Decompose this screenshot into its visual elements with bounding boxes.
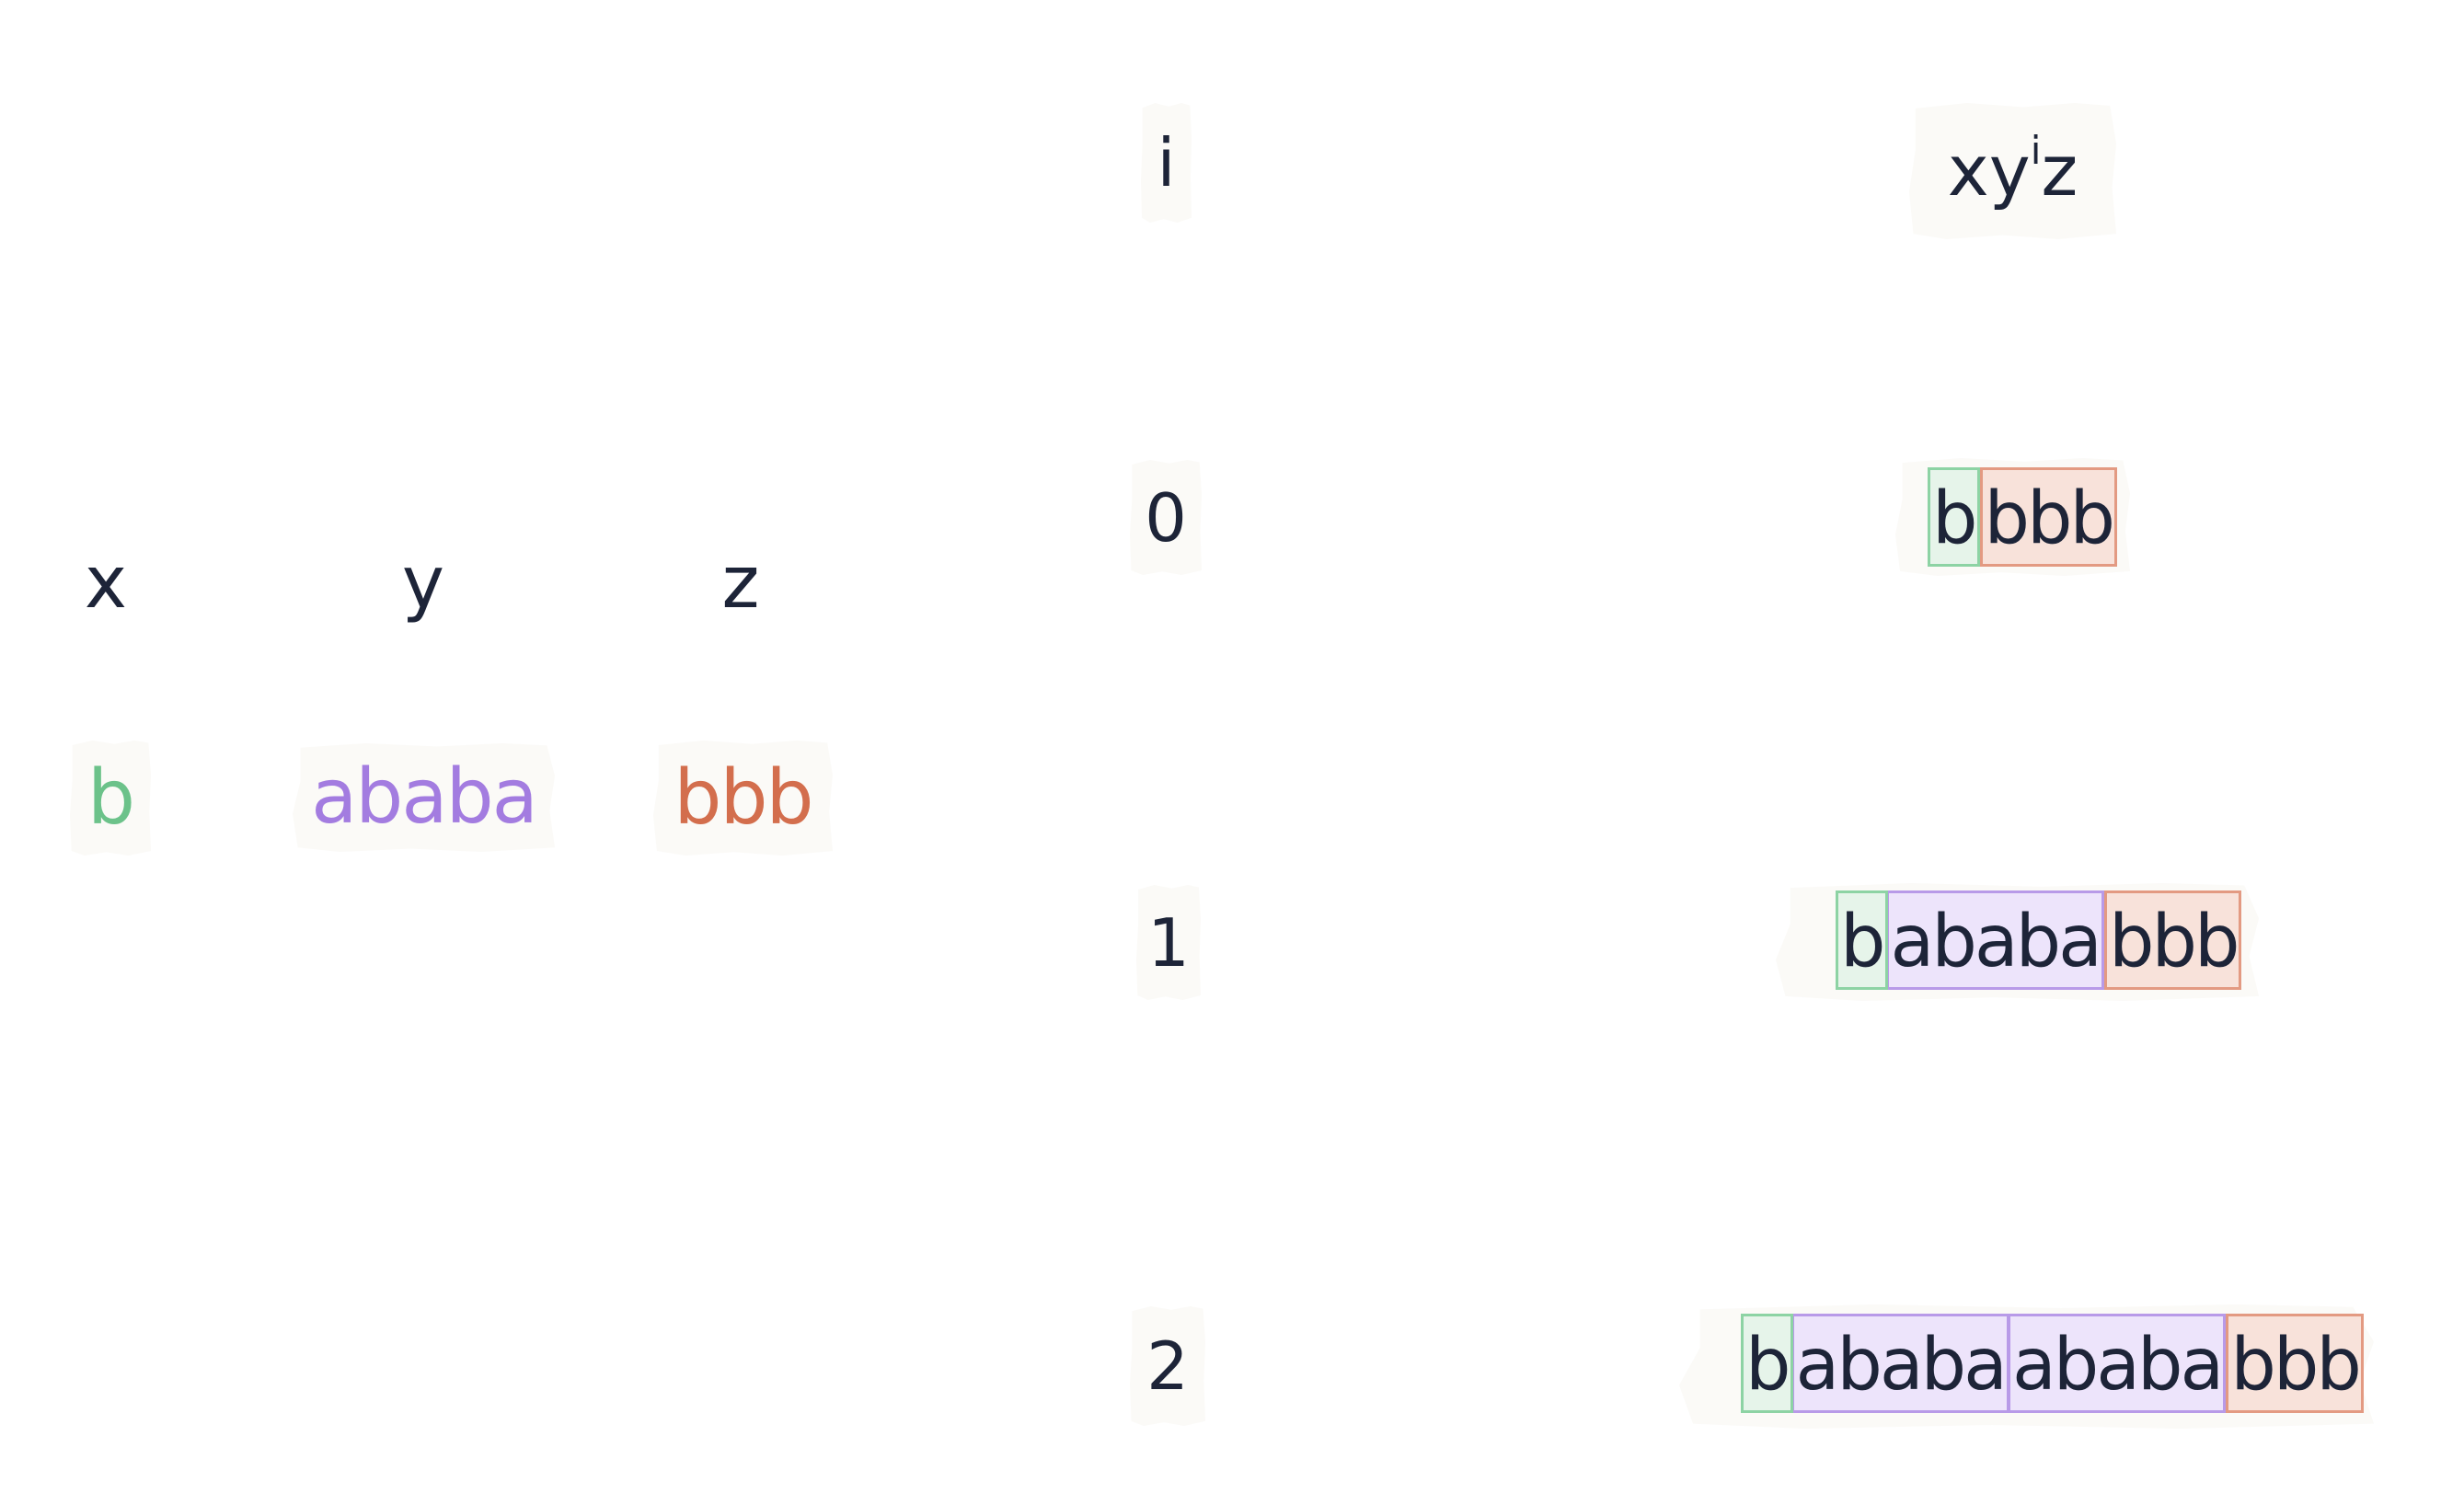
formula-chip: xyiz <box>1909 103 2116 239</box>
segment-y: ababa <box>1887 890 2104 990</box>
formula-exponent: i <box>2030 127 2042 173</box>
formula-tail: z <box>2041 130 2078 212</box>
segment-x: b <box>1741 1314 1793 1413</box>
z-label: z <box>721 542 760 625</box>
segment-y: ababa <box>1792 1314 2009 1413</box>
index-1: 1 <box>1147 903 1190 982</box>
z-value: bbb <box>674 753 813 842</box>
result-row-2: b ababa ababa bbb <box>1741 1314 2364 1413</box>
segment-z: bbb <box>2103 890 2242 990</box>
result-row-1: b ababa bbb <box>1836 890 2242 990</box>
y-chip: ababa <box>293 743 555 852</box>
index-chip-2: 2 <box>1130 1306 1205 1426</box>
formula-base: xy <box>1947 130 2031 212</box>
segment-z: bbb <box>1979 467 2118 567</box>
result-row-0: b bbb <box>1928 467 2118 567</box>
segment-z: bbb <box>2226 1314 2364 1413</box>
index-chip-1: 1 <box>1136 885 1201 1000</box>
segment-x: b <box>1928 467 1980 567</box>
z-chip: bbb <box>653 741 833 856</box>
formula: xyiz <box>1948 131 2078 206</box>
segment-x: b <box>1836 890 1888 990</box>
index-0: 0 <box>1145 478 1187 557</box>
segment-y: ababa <box>2009 1314 2227 1413</box>
x-value: b <box>86 753 135 842</box>
x-chip: b <box>70 741 151 856</box>
index-chip-0: 0 <box>1130 460 1202 575</box>
y-label: y <box>401 542 445 625</box>
index-header-chip: i <box>1141 103 1192 223</box>
index-header: i <box>1157 124 1176 201</box>
y-value: ababa <box>311 753 538 841</box>
index-2: 2 <box>1146 1327 1189 1405</box>
x-label: x <box>84 542 128 625</box>
